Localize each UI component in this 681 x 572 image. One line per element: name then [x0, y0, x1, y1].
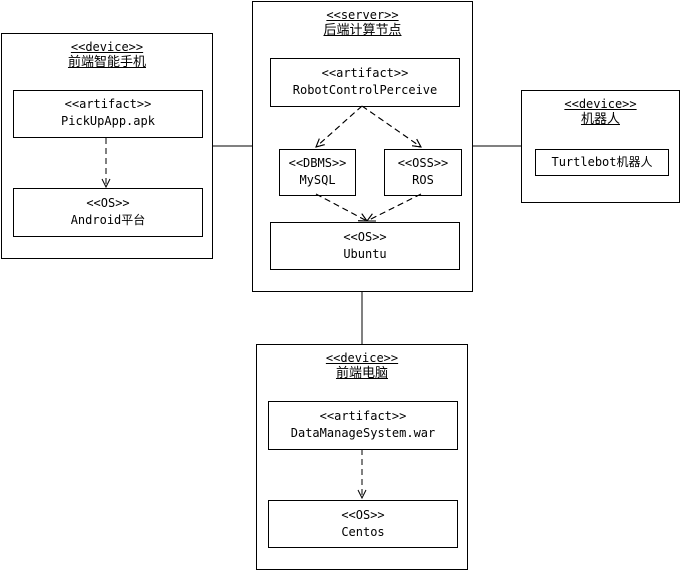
artifact-pickupapp-name: PickUpApp.apk: [61, 114, 155, 128]
node-pc[interactable]: <<device>> 前端电脑 <<artifact>> DataManageS…: [256, 344, 468, 570]
os-android-name: Android平台: [70, 213, 146, 227]
component-turtlebot-name: Turtlebot机器人: [551, 155, 653, 169]
node-robot-stereotype: <<device>>: [564, 97, 637, 111]
os-centos-stereotype: <<OS>>: [341, 508, 385, 522]
node-server-title: 后端计算节点: [323, 23, 402, 38]
dbms-mysql-name: MySQL: [299, 173, 336, 187]
os-ubuntu-stereotype: <<OS>>: [343, 230, 387, 244]
node-pc-title: 前端电脑: [335, 366, 388, 381]
node-robot-title: 机器人: [580, 112, 620, 127]
node-pc-stereotype: <<device>>: [325, 351, 399, 365]
node-phone-title: 前端智能手机: [67, 55, 146, 70]
dbms-mysql-stereotype: <<DBMS>>: [288, 156, 347, 170]
os-centos[interactable]: <<OS>> Centos: [268, 500, 458, 548]
node-robot[interactable]: <<device>> 机器人 Turtlebot机器人: [521, 90, 680, 203]
node-phone-stereotype: <<device>>: [70, 40, 144, 54]
node-phone[interactable]: <<device>> 前端智能手机 <<artifact>> PickUpApp…: [1, 33, 213, 259]
artifact-robotcontrolperceive[interactable]: <<artifact>> RobotControlPerceive: [270, 58, 460, 107]
node-phone-header: <<device>> 前端智能手机: [2, 40, 212, 70]
component-turtlebot[interactable]: Turtlebot机器人: [535, 149, 669, 176]
node-server[interactable]: <<server>> 后端计算节点 <<artifact>> RobotCont…: [252, 1, 473, 292]
artifact-datamanagesystem-stereotype: <<artifact>>: [319, 409, 407, 423]
oss-ros[interactable]: <<OSS>> ROS: [384, 149, 462, 196]
os-centos-name: Centos: [341, 525, 385, 539]
oss-ros-stereotype: <<OSS>>: [397, 156, 449, 170]
artifact-robotcontrolperceive-stereotype: <<artifact>>: [321, 66, 409, 80]
dbms-mysql[interactable]: <<DBMS>> MySQL: [279, 149, 356, 196]
artifact-datamanagesystem-name: DataManageSystem.war: [290, 426, 436, 440]
artifact-pickupapp[interactable]: <<artifact>> PickUpApp.apk: [13, 90, 203, 138]
os-android-stereotype: <<OS>>: [86, 196, 130, 210]
os-ubuntu-name: Ubuntu: [343, 247, 387, 261]
artifact-robotcontrolperceive-name: RobotControlPerceive: [292, 83, 438, 97]
artifact-datamanagesystem[interactable]: <<artifact>> DataManageSystem.war: [268, 401, 458, 450]
os-android[interactable]: <<OS>> Android平台: [13, 188, 203, 237]
node-pc-header: <<device>> 前端电脑: [257, 351, 467, 381]
node-server-header: <<server>> 后端计算节点: [253, 8, 472, 38]
oss-ros-name: ROS: [412, 173, 434, 187]
node-robot-header: <<device>> 机器人: [522, 97, 679, 127]
node-server-stereotype: <<server>>: [326, 8, 399, 22]
artifact-pickupapp-stereotype: <<artifact>>: [64, 97, 152, 111]
os-ubuntu[interactable]: <<OS>> Ubuntu: [270, 222, 460, 270]
